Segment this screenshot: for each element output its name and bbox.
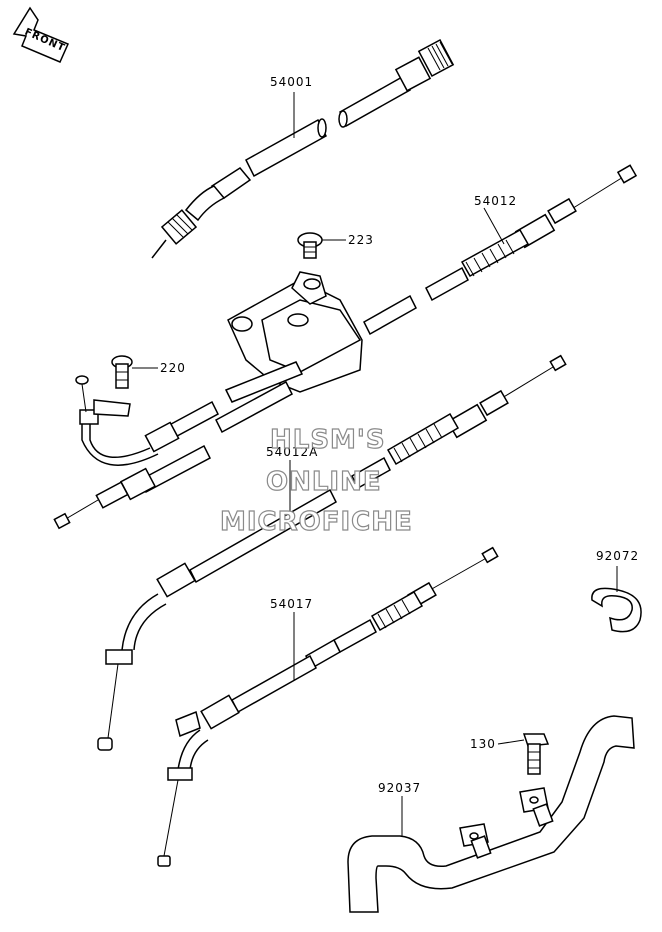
bolt-130-icon[interactable] <box>497 733 550 775</box>
callout-223: 223 <box>348 233 374 247</box>
cable-54017[interactable] <box>157 546 499 867</box>
guide-bracket-92037[interactable] <box>347 715 635 913</box>
callout-220: 220 <box>160 361 186 375</box>
screw-220-icon[interactable] <box>111 355 158 389</box>
watermark-line-1: HLSM'S <box>270 425 386 455</box>
watermark: HLSM'S ONLINE MICROFICHE <box>219 424 413 537</box>
callout-130: 130 <box>470 737 496 751</box>
callout-54012: 54012 <box>474 194 517 208</box>
cable-54012[interactable] <box>363 164 638 336</box>
cable-junction-box[interactable] <box>227 271 363 393</box>
callout-54001: 54001 <box>270 75 313 89</box>
throttle-cable-pair[interactable] <box>53 361 304 530</box>
callout-92072: 92072 <box>596 549 639 563</box>
cable-54012a[interactable] <box>97 354 567 751</box>
callout-54017: 54017 <box>270 597 313 611</box>
screw-223-icon[interactable] <box>297 232 346 259</box>
callout-92037: 92037 <box>378 781 421 795</box>
callout-54012a: 54012A <box>266 445 318 459</box>
front-arrow-icon: FRONT <box>12 6 69 63</box>
watermark-line-2: ONLINE <box>266 467 382 497</box>
speedometer-cable[interactable] <box>151 38 455 259</box>
watermark-line-3: MICROFICHE <box>220 507 413 537</box>
clamp-92072-icon[interactable] <box>591 566 642 633</box>
